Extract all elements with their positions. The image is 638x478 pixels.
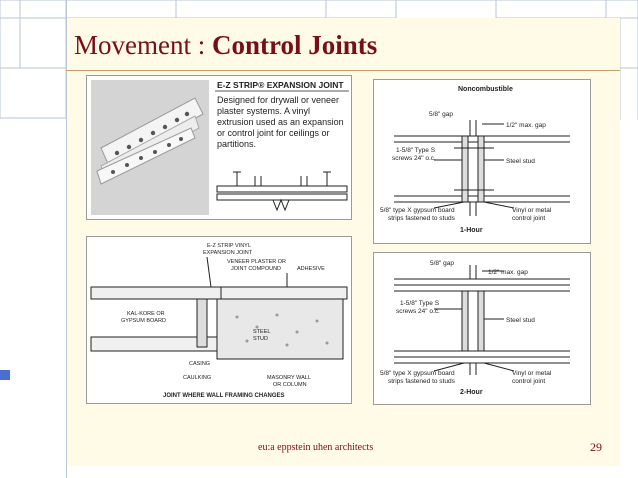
stud-label: STUD [253,336,268,342]
accent-square [0,370,10,380]
board-label-2h-line-1: 5/8" type X gypsum board [380,370,455,377]
steel-label: STEEL [253,329,270,335]
footer-credit: eu:a eppstein uhen architects [258,442,374,453]
joint-label-2h-line-1: Vinyl or metal [512,370,552,377]
board-label-2h-line-2: strips fastened to studs [388,378,456,385]
screws-label-line-2: screws 24" o.c. [392,155,436,162]
ez-strip-vinyl-label-2: EXPANSION JOINT [203,250,253,256]
adhesive-label: ADHESIVE [297,266,325,272]
gap-label-2h: 5/8" gap [430,260,454,267]
joint-label-line-2: control joint [512,215,545,222]
figure-ez-strip: E-Z STRIP® EXPANSION JOINT Designed for … [86,75,352,220]
joint-label-line-1: Vinyl or metal [512,207,552,214]
slide-title: Movement : Control Joints [74,30,377,61]
masonry-label-1: MASONRY WALL [267,375,311,381]
steel-stud-label-2h: Steel stud [506,317,535,324]
framing-change-caption: JOINT WHERE WALL FRAMING CHANGES [163,393,285,399]
steel-stud-label: Steel stud [506,158,535,165]
left-rule [66,0,67,478]
veneer-label-2: JOINT COMPOUND [231,266,281,272]
max-gap-label-2h: 1/2" max. gap [488,269,528,276]
ez-strip-vinyl-label-1: E-Z STRIP VINYL [207,243,251,249]
joint-label-2h-line-2: control joint [512,378,545,385]
title-main: Control Joints [211,30,378,60]
rating-two-hour: 2-Hour [460,389,483,396]
ez-strip-desc-line-3: extrusion used as an expansion [217,117,344,127]
max-gap-label: 1/2" max. gap [506,122,546,129]
board-label-2: GYPSUM BOARD [121,318,166,324]
screws-label-2h-line-1: 1-5/8" Type S [400,300,440,307]
caulking-label: CAULKING [183,375,211,381]
veneer-label-1: VENEER PLASTER OR [227,259,286,265]
title-prefix: Movement : [74,30,212,60]
page-number: 29 [590,440,602,454]
noncombustible-label: Noncombustible [458,86,513,93]
gap-label: 5/8" gap [429,111,453,118]
ez-strip-desc-line-2: plaster systems. A vinyl [217,106,310,116]
figure-two-hour-joint: 5/8" gap 1/2" max. gap 1-5/8" Type S scr… [373,252,591,405]
figure-one-hour-joint: Noncombustible 5/8" gap 1/2" max. gap 1-… [373,79,591,244]
screws-label-line-1: 1-5/8" Type S [396,147,436,154]
title-divider [66,70,620,71]
board-label-line-1: 5/8" type X gypsum board [380,207,455,214]
ez-strip-heading: E-Z STRIP® EXPANSION JOINT [217,80,344,90]
figure-framing-change-joint: E-Z STRIP VINYL EXPANSION JOINT VENEER P… [86,236,352,404]
ez-strip-desc-line-1: Designed for drywall or veneer [217,95,339,105]
screws-label-2h-line-2: screws 24" o.c. [396,308,440,315]
masonry-label-2: OR COLUMN [273,382,307,388]
board-label-line-2: strips fastened to studs [388,215,456,222]
casing-label: CASING [189,361,210,367]
ez-strip-desc-line-4: or control joint for ceilings or [217,128,330,138]
ez-strip-desc-line-5: partitions. [217,139,256,149]
rating-one-hour: 1-Hour [460,227,483,234]
board-label-1: KAL-KORE OR [127,311,165,317]
